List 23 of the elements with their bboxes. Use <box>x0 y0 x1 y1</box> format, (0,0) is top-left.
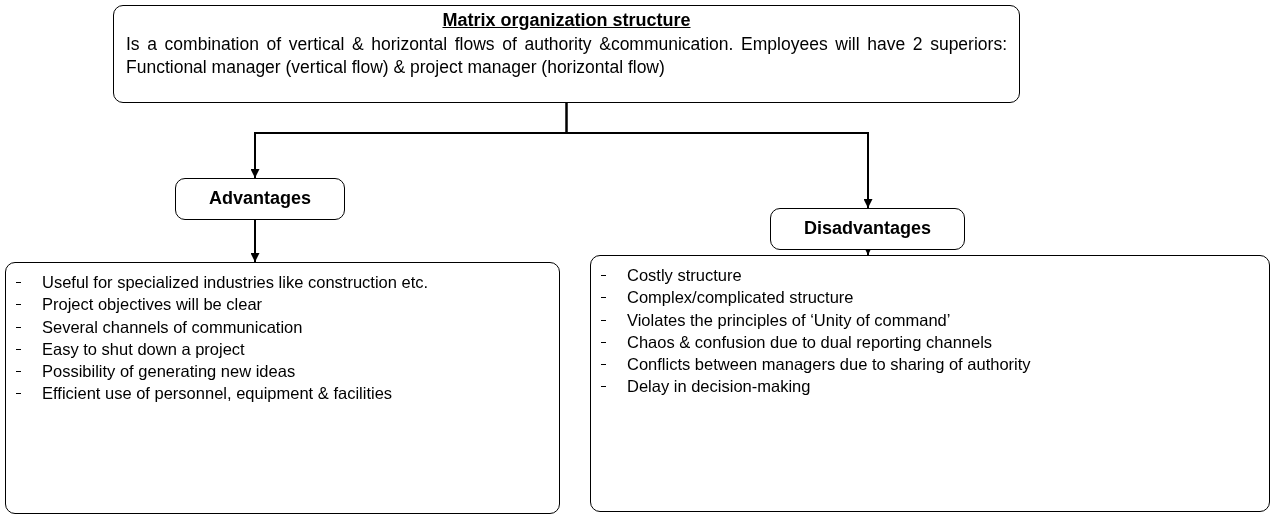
heading-text: Advantages <box>207 187 312 210</box>
heading-box <box>770 208 965 250</box>
list-box <box>5 262 560 514</box>
arrow <box>565 102 873 209</box>
title-text: Matrix organization structure <box>441 10 692 31</box>
arrow <box>250 219 260 263</box>
list-item-text: Delay in decision-making <box>627 377 811 396</box>
list-item-text: Violates the principles of ‘Unity of command’ <box>627 310 951 329</box>
list-item-text: Project objectives will be clear <box>42 295 263 314</box>
list-item-text: Easy to shut down a project <box>42 339 245 358</box>
description-text: Is a combination of vertical & horizontal flows of authority &communication. Employees will have 2 superiors: Functional manager (vertical flow) & project manager (horizontal flow) <box>126 33 1007 79</box>
list-item-text: Several channels of communication <box>42 317 303 336</box>
list-item-text: Efficient use of personnel, equipment & facilities <box>42 384 393 403</box>
list-item-text: Possibility of generating new ideas <box>42 362 296 381</box>
definition-box <box>113 5 1020 103</box>
list-item-text: Costly structure <box>627 266 742 284</box>
list-item-text: Conflicts between managers due to sharing of authority <box>627 355 1031 374</box>
list-item-text: Useful for specialized industries like construction etc. <box>42 273 429 291</box>
list-item-text: Complex/complicated structure <box>627 288 854 307</box>
heading-box <box>175 178 345 220</box>
list-item-text: Chaos & confusion due to dual reporting channels <box>627 332 993 351</box>
list-box <box>590 255 1270 512</box>
heading-text: Disadvantages <box>802 217 933 240</box>
